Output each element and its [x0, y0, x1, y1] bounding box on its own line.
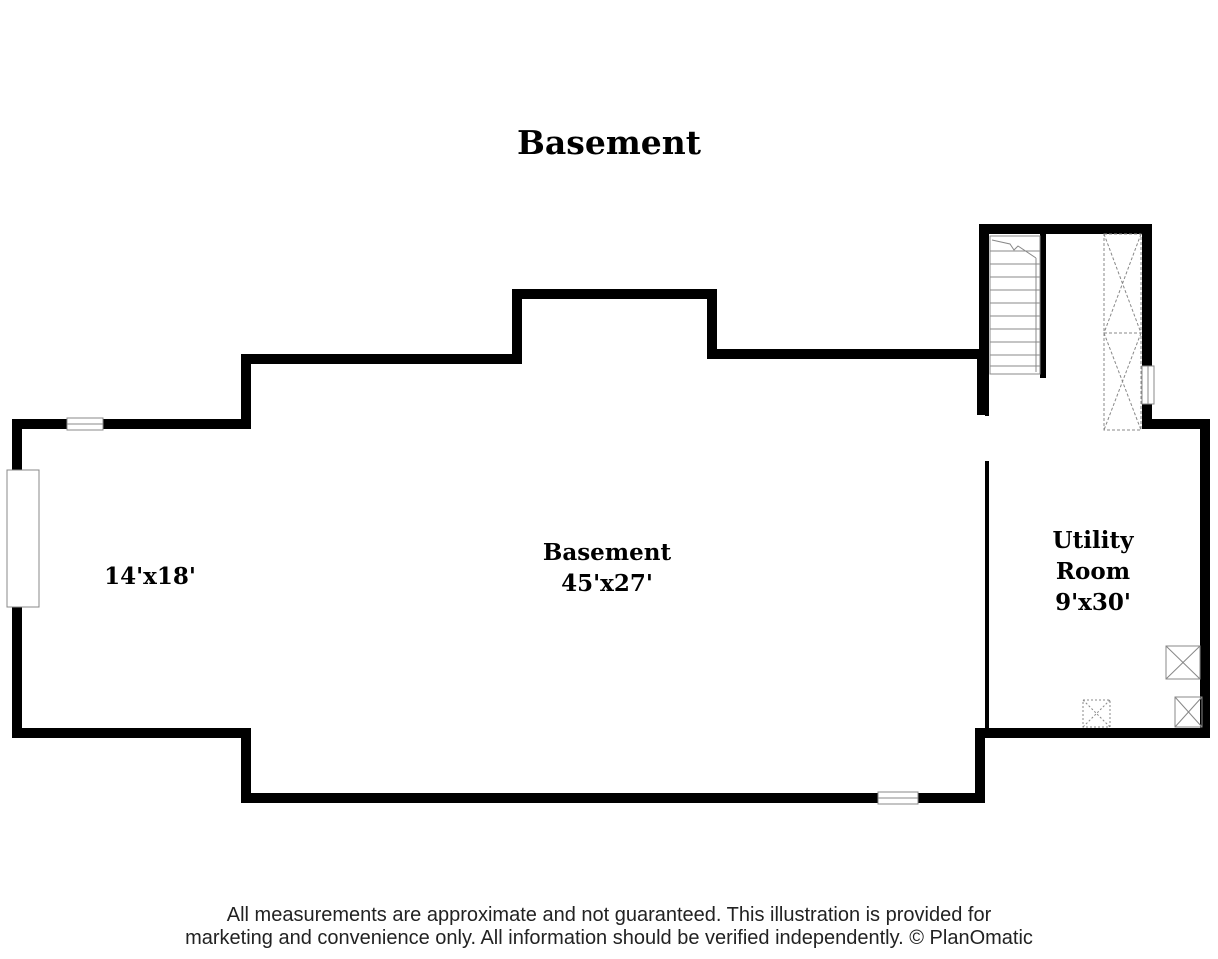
interior-walls — [985, 232, 1046, 735]
exterior-walls — [12, 224, 1210, 803]
shelf-cross — [1103, 233, 1142, 334]
mechanical-unit-2 — [1082, 699, 1111, 728]
shelf-unit-upper — [1103, 233, 1142, 334]
stair-outline — [989, 235, 1041, 375]
disclaimer-line-2: marketing and convenience only. All info… — [185, 927, 1033, 949]
room-dimensions-left: 14'x18' — [104, 563, 196, 590]
floor-title: Basement — [517, 123, 702, 162]
window-top-left — [66, 417, 104, 431]
window-left-large — [6, 469, 40, 608]
window-bottom — [877, 791, 919, 805]
room-name-utility-line1: Utility — [1053, 527, 1135, 554]
main-wall-outline — [12, 224, 1210, 803]
storage-shelving — [1103, 233, 1142, 431]
room-dimensions-utility: 9'x30' — [1055, 589, 1131, 616]
disclaimer: All measurements are approximate and not… — [0, 904, 1218, 950]
mechanical-unit-3 — [1174, 696, 1203, 728]
disclaimer-line-1: All measurements are approximate and not… — [226, 904, 992, 926]
mechanical-unit-1 — [1165, 645, 1201, 680]
room-dimensions-basement: 45'x27' — [561, 570, 653, 597]
staircase — [989, 235, 1041, 375]
room-name-basement: Basement — [543, 539, 672, 566]
stair-break-line — [991, 239, 1037, 259]
shelf-cross — [1103, 332, 1142, 431]
shelf-unit-lower — [1103, 332, 1142, 431]
window-utility-right — [1141, 365, 1155, 405]
room-name-utility-line2: Room — [1056, 558, 1130, 585]
windows — [6, 365, 1155, 805]
utility-fixtures — [1082, 645, 1203, 728]
